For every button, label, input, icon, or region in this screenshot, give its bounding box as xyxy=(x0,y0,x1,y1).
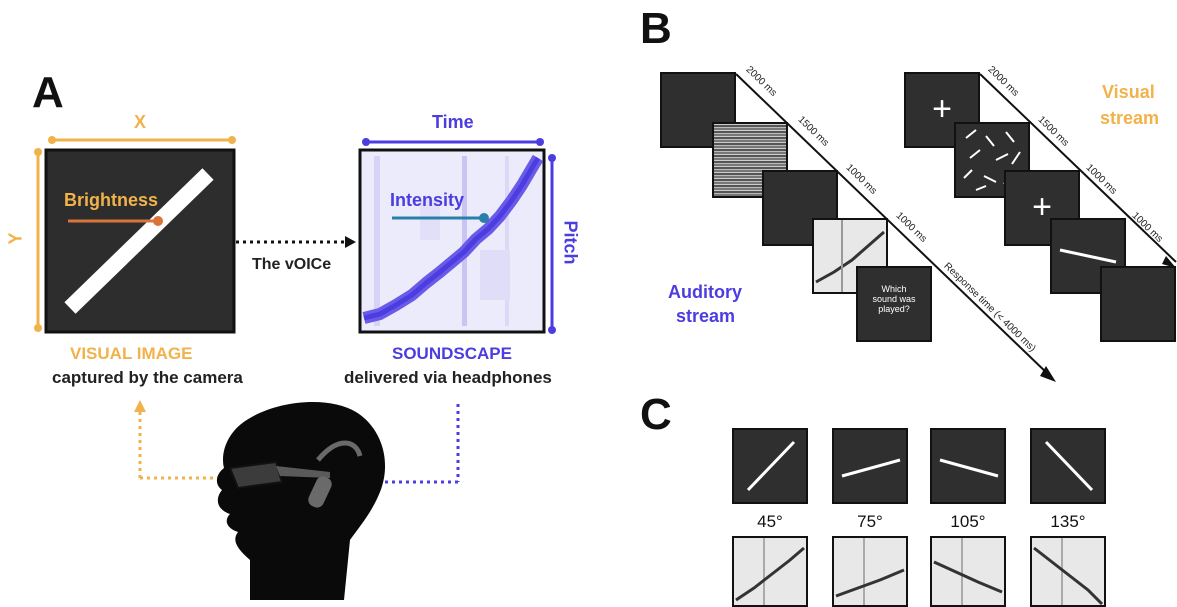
auditory-stream-label-2: stream xyxy=(676,306,736,326)
visual-screen-blank xyxy=(1100,266,1176,342)
head-silhouette xyxy=(216,401,386,600)
visual-image-subtitle: captured by the camera xyxy=(52,368,243,387)
y-axis-label: Y xyxy=(5,232,26,245)
visual-image-title: VISUAL IMAGE xyxy=(70,344,193,363)
angle-135: 135° xyxy=(1050,512,1086,531)
auditory-screen-question: Which sound was played? xyxy=(856,266,932,342)
panel-b-letter: B xyxy=(640,4,672,53)
angle-45: 45° xyxy=(757,512,783,531)
time-label: Time xyxy=(432,112,474,132)
soundscape-title: SOUNDSCAPE xyxy=(392,344,512,363)
soundscape-135 xyxy=(1030,536,1106,607)
soundscape-105 xyxy=(930,536,1006,607)
stim-line-105 xyxy=(930,428,1006,504)
question-line-2: sound was xyxy=(872,294,916,304)
stim-line-45 xyxy=(732,428,808,504)
angle-75: 75° xyxy=(857,512,883,531)
panel-b-timelines xyxy=(735,73,1177,382)
auditory-stream-label-1: Auditory xyxy=(668,282,742,302)
intensity-label: Intensity xyxy=(390,190,465,210)
pitch-label: Pitch xyxy=(560,220,581,265)
stim-line-75 xyxy=(832,428,908,504)
panel-a-graphics xyxy=(34,136,556,600)
question-line-1: Which xyxy=(881,284,907,294)
soundscape-75 xyxy=(832,536,908,607)
panel-a-letter: A xyxy=(32,68,64,117)
vocie-arrow-label: The vOICe xyxy=(252,256,332,273)
x-axis-label: X xyxy=(134,112,147,132)
panel-c-letter: C xyxy=(640,390,672,439)
visual-stream-label-2: stream xyxy=(1100,108,1160,128)
soundscape-45 xyxy=(732,536,808,607)
visual-stream-label-1: Visual xyxy=(1102,82,1155,102)
question-line-3: played? xyxy=(878,304,910,314)
brightness-label: Brightness xyxy=(64,190,159,210)
soundscape-subtitle: delivered via headphones xyxy=(344,368,552,387)
stim-line-135 xyxy=(1030,428,1106,504)
angle-105: 105° xyxy=(950,512,986,531)
